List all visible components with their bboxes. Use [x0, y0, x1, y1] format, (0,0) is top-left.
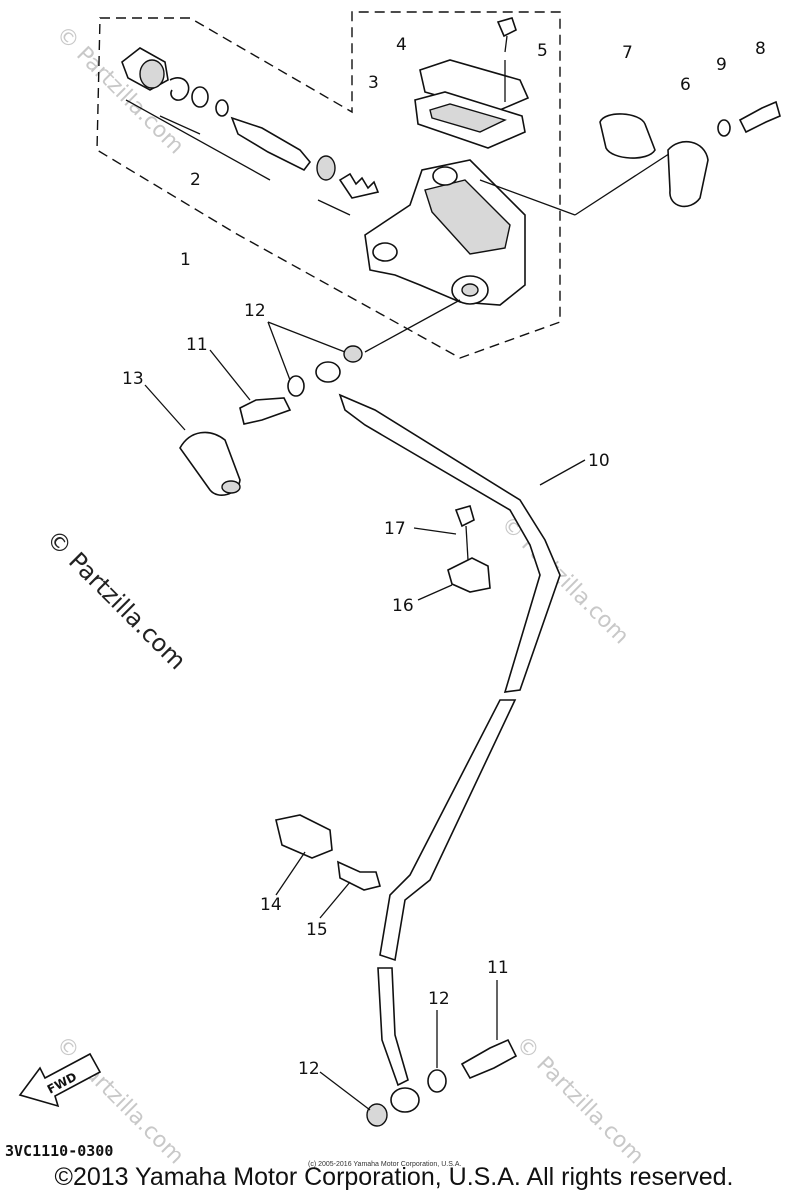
callout-5: 5: [537, 41, 548, 61]
watermark-main: © Partzilla.com: [41, 524, 192, 675]
callout-4: 4: [396, 35, 407, 55]
callout-numbers: 1 2 3 4 5 6 7 8 9 10 11 11 12 12 12 13 1…: [122, 35, 766, 1079]
watermark-mid-right: © Partzilla.com: [496, 512, 634, 650]
circlip: [169, 77, 190, 101]
piston: [230, 116, 312, 172]
small-copyright: (c) 2005-2016 Yamaha Motor Corporation, …: [308, 1161, 461, 1168]
diagram-code: 3VC1110-0300: [5, 1142, 113, 1160]
washer-12-d: [366, 1103, 388, 1127]
callout-10: 10: [588, 451, 610, 471]
diaphragm-plate: [429, 103, 507, 133]
callout-1: 1: [180, 250, 191, 270]
hose-banjo-bottom: [390, 1087, 420, 1113]
banjo-top-group: [144, 299, 461, 496]
callout-11-top: 11: [186, 335, 208, 355]
clamp-top: [447, 557, 491, 593]
callout-12-mid: 12: [428, 989, 450, 1009]
clamp-top-group: [413, 505, 491, 601]
piston-kit: [121, 47, 380, 216]
washer-12-a: [287, 375, 305, 397]
holder: [667, 140, 709, 208]
washer-12-b: [343, 345, 363, 363]
spring: [338, 172, 380, 199]
cap-screw: [496, 17, 517, 38]
bolt-8: [738, 100, 781, 134]
master-cylinder-body: [364, 147, 679, 306]
callout-14: 14: [260, 895, 282, 915]
holder-group: [599, 100, 781, 208]
rubber-cap: [179, 431, 241, 496]
callout-17: 17: [384, 519, 406, 539]
callout-12-top: 12: [244, 301, 266, 321]
callout-7: 7: [622, 43, 633, 63]
banjo-bottom-group: [319, 980, 518, 1127]
callout-6: 6: [680, 75, 691, 95]
reservoir-cap: [419, 59, 530, 113]
banjo-bolt-top: [239, 397, 292, 425]
copyright-notice: ©2013 Yamaha Motor Corporation, U.S.A. A…: [54, 1163, 734, 1191]
piston-cup: [316, 155, 336, 181]
clamp-bottom: [275, 814, 333, 859]
callout-12-bottom: 12: [298, 1059, 320, 1079]
watermark-group: © Partzilla.com © Partzilla.com © Partzi…: [41, 22, 649, 1170]
watermark-top: © Partzilla.com: [51, 22, 189, 160]
fwd-arrow: FWD: [18, 1052, 102, 1108]
boot-end: [139, 59, 165, 89]
master-cylinder-assembly-outline: [96, 11, 561, 359]
callout-9: 9: [716, 55, 727, 75]
hose-banjo-top: [315, 361, 341, 383]
callout-11-bottom: 11: [487, 958, 509, 978]
callout-8: 8: [755, 39, 766, 59]
callout-16: 16: [392, 596, 414, 616]
washer-12-c: [427, 1069, 447, 1093]
bolt-15: [337, 860, 381, 891]
brake-hose: [315, 361, 586, 1113]
callout-3: 3: [368, 73, 379, 93]
callout-15: 15: [306, 920, 328, 940]
reservoir-cap-group: [414, 17, 530, 149]
callout-13: 13: [122, 369, 144, 389]
screw-17: [454, 505, 475, 528]
bushing: [599, 113, 656, 159]
banjo-bolt-bottom: [460, 1038, 518, 1080]
watermark-bottom-right: © Partzilla.com: [511, 1032, 649, 1170]
clamp-bottom-group: [275, 814, 381, 919]
o-ring: [215, 99, 229, 117]
callout-2: 2: [190, 170, 201, 190]
washer-9: [717, 119, 731, 137]
washer-a: [191, 86, 209, 108]
